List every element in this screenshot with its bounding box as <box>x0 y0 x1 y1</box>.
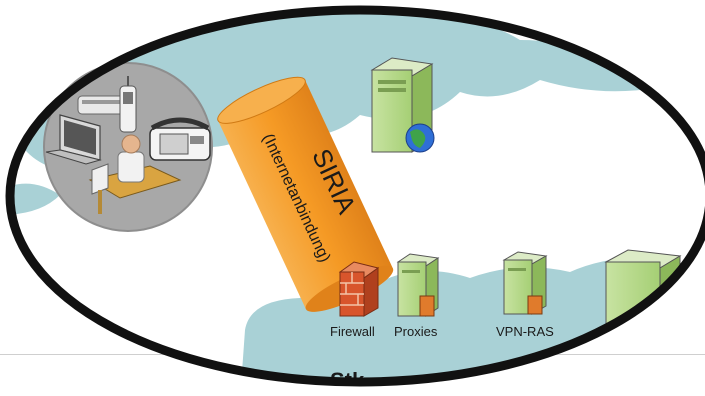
proxy-server-icon <box>396 253 440 317</box>
proxies-label: Proxies <box>394 324 438 339</box>
firewall-icon <box>338 261 380 317</box>
vpn-server-icon <box>502 251 548 315</box>
firewall-label: Firewall <box>330 324 375 339</box>
user-workstation-icon <box>43 62 213 232</box>
ellipse-frame <box>5 5 705 387</box>
web-server-icon <box>370 57 435 153</box>
vpn-ras-label: VPN-RAS <box>496 324 554 339</box>
